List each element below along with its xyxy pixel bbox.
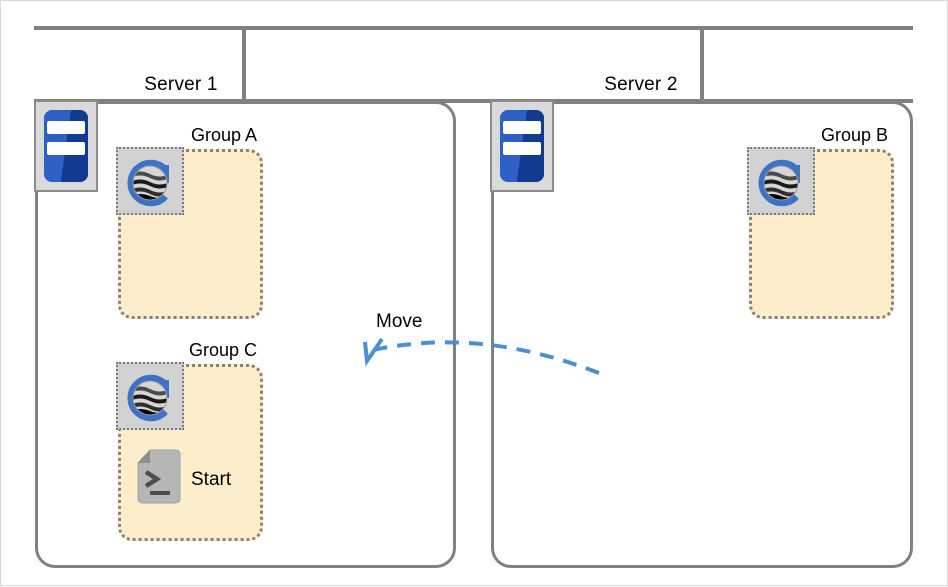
group-b[interactable]: Group B bbox=[747, 125, 894, 319]
server-2-label: Server 2 bbox=[604, 74, 678, 95]
group-a[interactable]: Group A bbox=[116, 125, 263, 319]
glassfish-logo-icon bbox=[747, 147, 815, 215]
group-b-label: Group B bbox=[820, 125, 888, 145]
server-icon bbox=[34, 100, 98, 192]
group-c-label: Group C bbox=[188, 340, 257, 360]
script-terminal-icon bbox=[137, 449, 181, 510]
move-label: Move bbox=[376, 311, 423, 332]
group-c[interactable]: Group C bbox=[116, 340, 263, 541]
top-bus-line bbox=[34, 26, 913, 30]
server-2-connector-line bbox=[700, 26, 704, 101]
server-2-box[interactable] bbox=[491, 101, 913, 568]
server-icon bbox=[490, 100, 554, 192]
glassfish-logo-icon bbox=[116, 147, 184, 215]
start-script-label: Start bbox=[191, 468, 232, 490]
group-a-label: Group A bbox=[190, 125, 257, 145]
start-script-item[interactable]: Start bbox=[137, 449, 231, 510]
server-1-connector-line bbox=[242, 26, 246, 101]
server-bus-line bbox=[34, 99, 913, 103]
glassfish-logo-icon bbox=[116, 362, 184, 430]
server-1-label: Server 1 bbox=[144, 74, 218, 95]
